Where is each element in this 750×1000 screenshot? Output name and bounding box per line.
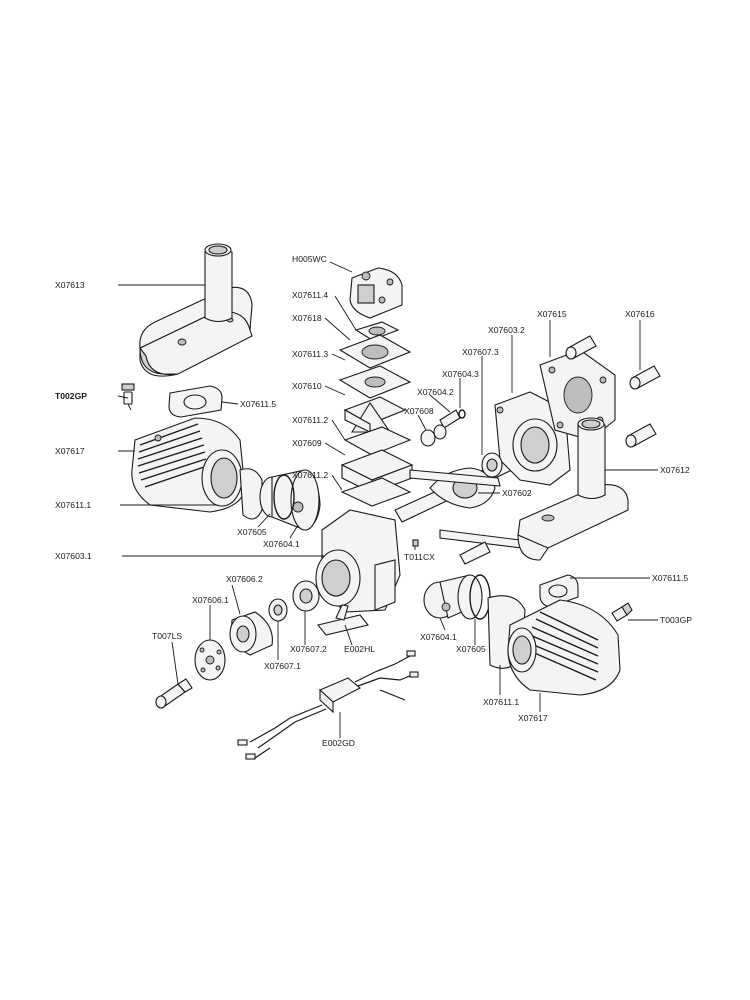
label-x07612: X07612 [660, 465, 690, 475]
piston-left [259, 469, 321, 531]
hall-sensor-e002hl [317, 604, 369, 636]
label-x07604-1-left: X07604.1 [263, 539, 300, 549]
label-x07605-right: X07605 [456, 644, 486, 654]
gasket-x07611-2-a [343, 426, 412, 456]
label-x07605-left: X07605 [237, 527, 267, 537]
prop-washer-x07606-1 [194, 639, 226, 681]
label-x07604-1-right: X07604.1 [420, 632, 457, 642]
clip-x07604-3 [458, 409, 466, 419]
standoffs [565, 335, 661, 448]
label-t011cx: T011CX [404, 552, 435, 562]
label-x07611-1-left: X07611.1 [55, 500, 91, 510]
label-x07610: X07610 [292, 381, 322, 391]
label-e002gd: E002GD [322, 738, 355, 748]
ignition-module-e002gd [237, 650, 419, 760]
label-x07604-3: X07604.3 [442, 369, 479, 379]
muffler-left [139, 243, 253, 377]
crankcase-front [315, 509, 401, 613]
prop-hub-x07606-2 [229, 611, 273, 656]
label-t002gp: T002GP [55, 391, 87, 401]
muffler-right [517, 417, 629, 561]
label-x07606-2: X07606.2 [226, 574, 263, 584]
right-wrist-pin [459, 541, 491, 565]
label-x07606-1: X07606.1 [192, 595, 229, 605]
label-x07611-4: X07611.4 [292, 290, 328, 300]
rear-bearing [481, 452, 503, 478]
gasket-x07611-3 [338, 365, 412, 399]
label-x07615: X07615 [537, 309, 567, 319]
cylinder-left [131, 417, 246, 513]
connecting-rod [409, 469, 501, 487]
spark-plug-right [611, 602, 633, 622]
label-x07602: X07602 [502, 488, 532, 498]
base-gasket-left [239, 468, 263, 520]
label-x07609: X07609 [292, 438, 322, 448]
label-x07618: X07618 [292, 313, 322, 323]
cylinder-right [507, 599, 621, 696]
label-x07607-1: X07607.1 [264, 661, 301, 671]
label-t003gp: T003GP [660, 615, 692, 625]
piston-ring-left [273, 474, 295, 520]
rear-mount-plate [539, 349, 616, 441]
part-labels: X07613 T002GP X07611.5 X07617 X07611.1 X… [55, 254, 692, 748]
label-x07611-5-top: X07611.5 [240, 399, 276, 409]
exhaust-gasket-left [168, 385, 223, 418]
label-t007ls: T007LS [152, 631, 182, 641]
intake-plate [338, 334, 412, 369]
label-x07611-5-right: X07611.5 [652, 573, 688, 583]
label-h005wc: H005WC [292, 254, 327, 264]
label-x07616: X07616 [625, 309, 655, 319]
carb-gasket [354, 321, 400, 341]
needle-bearing [420, 424, 447, 447]
carburetor [349, 267, 403, 319]
leader-lines [117, 261, 658, 738]
label-x07603-1: X07603.1 [55, 551, 92, 561]
label-x07617-left: X07617 [55, 446, 85, 456]
prop-nut-t007ls [155, 678, 193, 709]
label-x07607-3: X07607.3 [462, 347, 499, 357]
label-x07611-1-right: X07611.1 [483, 697, 519, 707]
label-x07608: X07608 [404, 406, 434, 416]
exhaust-gasket-right [539, 574, 579, 608]
small-clip-t011cx [412, 539, 419, 547]
label-x07611-2-a: X07611.2 [292, 415, 328, 425]
label-x07611-3: X07611.3 [292, 349, 328, 359]
gasket-x07611-2-b [340, 477, 412, 507]
label-x07617-right: X07617 [518, 713, 548, 723]
label-x07613: X07613 [55, 280, 85, 290]
front-bearing-x07607-2 [292, 580, 320, 612]
front-seal-x07607-1 [268, 598, 288, 622]
label-x07607-2: X07607.2 [290, 644, 327, 654]
label-x07604-2: X07604.2 [417, 387, 454, 397]
label-x07603-2: X07603.2 [488, 325, 525, 335]
label-e002hl: E002HL [344, 644, 375, 654]
label-x07611-2-b: X07611.2 [292, 470, 328, 480]
reed-block [343, 396, 407, 433]
